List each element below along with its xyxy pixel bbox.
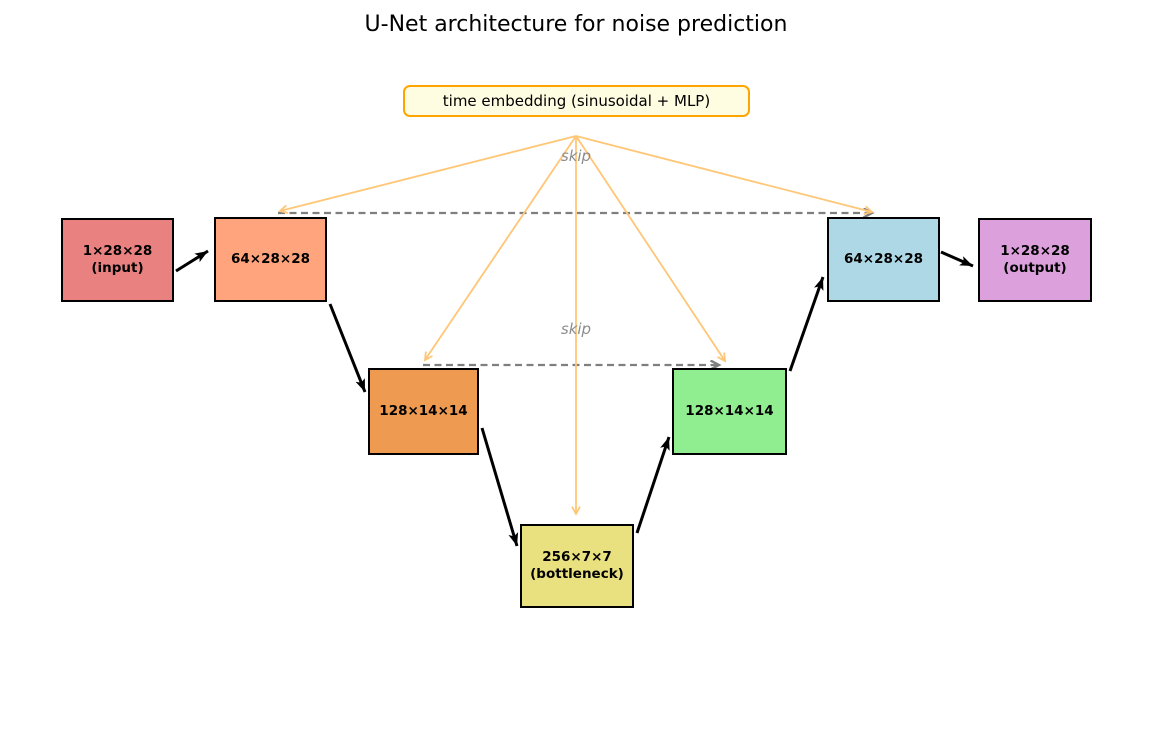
box-bottleneck: 256×7×7 (bottleneck) [520, 524, 634, 608]
arrow-encoder64-to-encoder128 [328, 303, 367, 393]
box-output-line1: 1×28×28 [1000, 243, 1070, 259]
box-input-line2: (input) [91, 260, 144, 276]
box-input: 1×28×28 (input) [61, 218, 174, 302]
time-arrow-to-decoder128 [575, 135, 725, 361]
box-decoder-64-line1: 64×28×28 [844, 251, 923, 267]
box-encoder-128: 128×14×14 [368, 368, 479, 455]
box-decoder-128-line1: 128×14×14 [685, 403, 774, 419]
time-arrow-to-encoder64 [280, 135, 577, 211]
box-input-line1: 1×28×28 [82, 243, 153, 259]
box-encoder-64-line1: 64×28×28 [231, 251, 310, 267]
arrow-decoder128-to-decoder64 [788, 276, 825, 372]
arrow-decoder64-to-output [940, 250, 974, 268]
box-output: 1×28×28 (output) [978, 218, 1092, 302]
box-decoder-64: 64×28×28 [827, 217, 940, 302]
arrow-input-to-encoder64 [175, 249, 209, 273]
box-bottleneck-line2: (bottleneck) [530, 566, 624, 582]
box-bottleneck-line1: 256×7×7 [542, 549, 612, 565]
skip-label-bottom: skip [560, 320, 592, 338]
time-arrow-to-encoder128 [425, 135, 577, 360]
time-arrow-to-decoder64 [575, 135, 872, 212]
arrow-encoder128-to-bottleneck [480, 427, 519, 547]
skip-label-top: skip [560, 147, 592, 165]
box-output-line2: (output) [1003, 260, 1067, 276]
time-embedding-label: time embedding (sinusoidal + MLP) [442, 92, 711, 110]
box-encoder-64: 64×28×28 [214, 217, 327, 302]
time-embedding-box: time embedding (sinusoidal + MLP) [403, 85, 750, 117]
page-title: U-Net architecture for noise prediction [364, 12, 788, 37]
arrow-bottleneck-to-decoder128 [635, 436, 671, 534]
box-encoder-128-line1: 128×14×14 [379, 403, 468, 419]
box-decoder-128: 128×14×14 [672, 368, 787, 455]
